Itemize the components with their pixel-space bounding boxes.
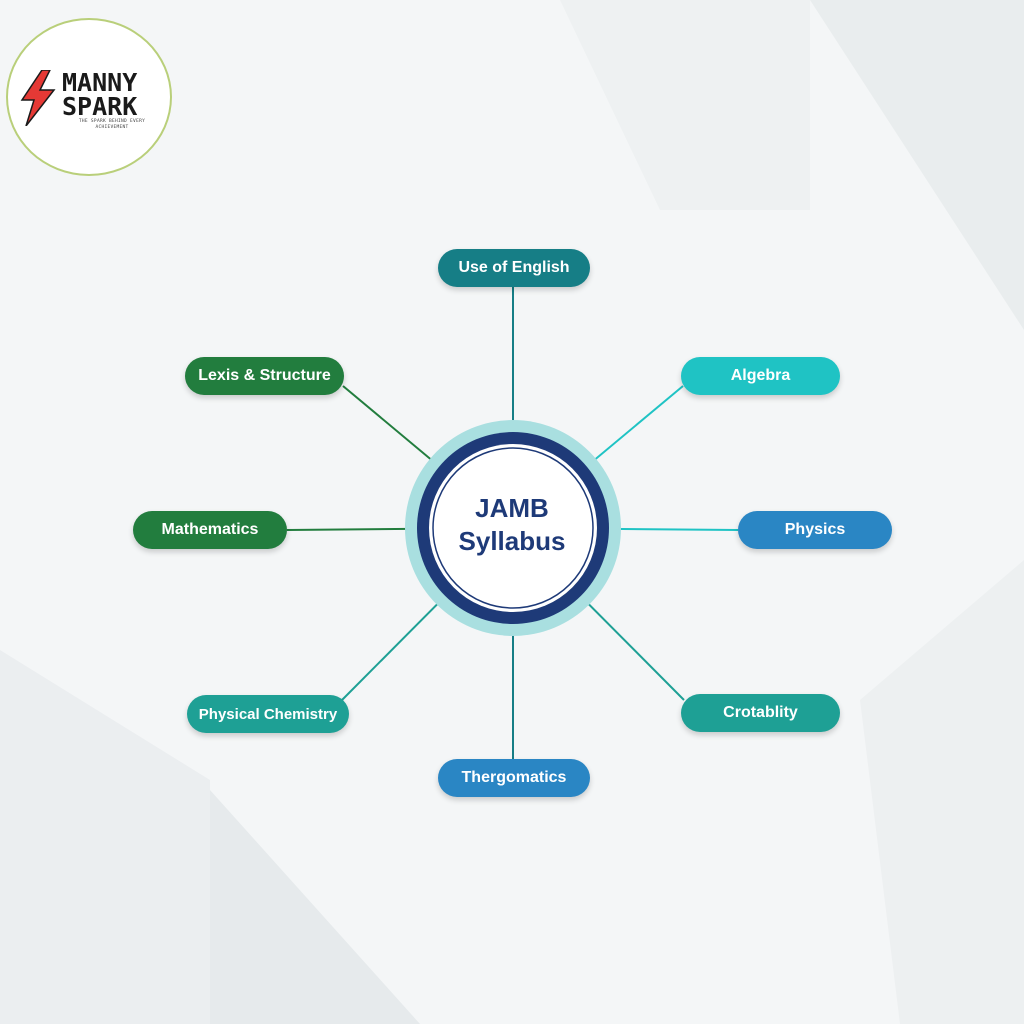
node-physical-chemistry[interactable]: Physical Chemistry	[187, 695, 349, 733]
logo-word-spark: SPARK	[62, 92, 138, 121]
node-lexis-structure[interactable]: Lexis & Structure	[185, 357, 344, 395]
node-physics[interactable]: Physics	[738, 511, 892, 549]
node-thergomatics[interactable]: Thergomatics	[438, 759, 590, 797]
center-thin-ring	[432, 447, 594, 609]
manny-spark-logo: MANNY SPARK THE SPARK BEHIND EVERY ACHIE…	[6, 18, 172, 176]
node-mathematics[interactable]: Mathematics	[133, 511, 287, 549]
node-crobablity[interactable]: Crotablity	[681, 694, 840, 732]
logo-tagline: THE SPARK BEHIND EVERY ACHIEVEMENT	[78, 119, 146, 130]
node-algebra[interactable]: Algebra	[681, 357, 840, 395]
center-title-line1: JAMB	[475, 493, 549, 523]
center-title-line2: Syllabus	[458, 526, 566, 556]
center-node: JAMB Syllabus	[432, 492, 592, 558]
lightning-bolt-icon	[20, 70, 56, 126]
node-use-of-english[interactable]: Use of English	[438, 249, 590, 287]
center-inner-ring	[429, 444, 597, 612]
logo-word-manny: MANNY	[62, 68, 138, 97]
